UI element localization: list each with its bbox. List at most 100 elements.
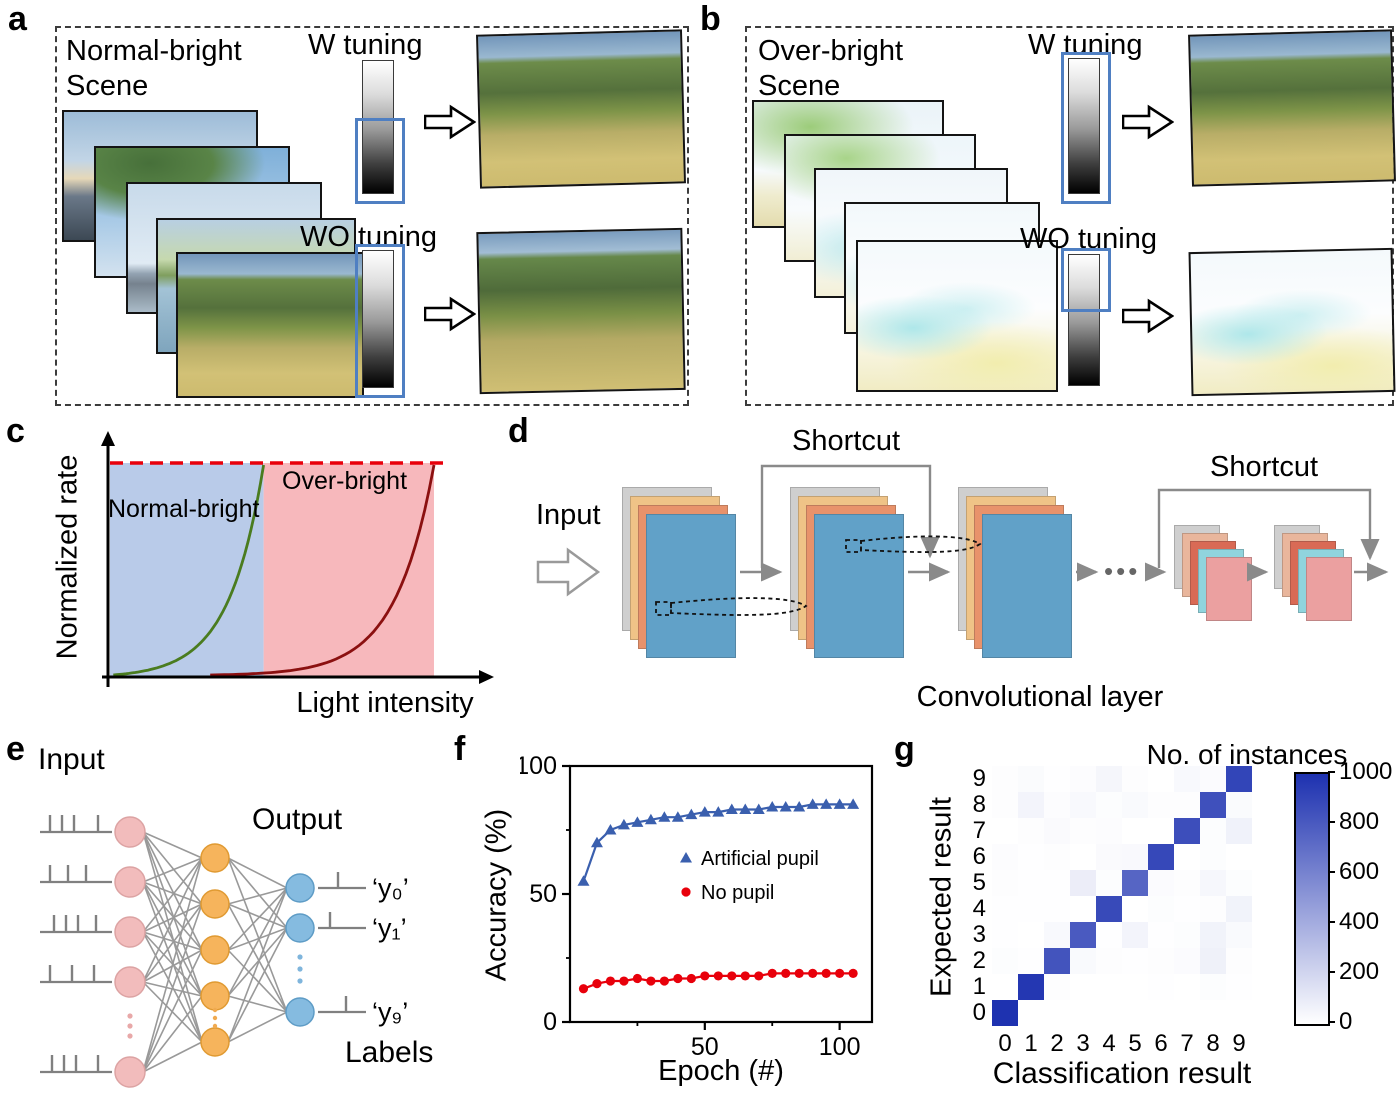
series-marker xyxy=(632,973,643,984)
panel-a-wo-tuning-label: WO tuning xyxy=(300,221,437,253)
x-tick-label: 4 xyxy=(1102,1030,1116,1057)
series-marker xyxy=(794,968,804,978)
more-neurons-dots xyxy=(297,978,303,984)
matrix-cell xyxy=(992,948,1018,974)
input-arrow-icon xyxy=(536,547,601,597)
confusion-matrix-grid xyxy=(992,766,1252,1026)
output-image-a-wo-tuning xyxy=(476,227,686,395)
matrix-cell xyxy=(1044,870,1070,896)
colorbar-tick xyxy=(1328,921,1335,923)
colorbar-tick xyxy=(1328,1021,1335,1023)
input-neuron xyxy=(114,1056,146,1088)
y-tick-label: 8 xyxy=(972,791,986,818)
series-marker xyxy=(631,816,644,827)
matrix-cell xyxy=(1148,766,1174,792)
matrix-cell xyxy=(1096,766,1122,792)
synapse-line xyxy=(227,927,288,1043)
matrix-cell xyxy=(1200,766,1226,792)
matrix-cell xyxy=(1018,896,1044,922)
matrix-cell xyxy=(1226,766,1252,792)
panel-b-w-tuning-label: W tuning xyxy=(1028,29,1143,61)
colorbar-title: No. of instances xyxy=(1146,739,1348,770)
ellipsis-dots: ••• xyxy=(1104,556,1141,586)
matrix-cell xyxy=(1044,1000,1070,1026)
matrix-cell xyxy=(1174,792,1200,818)
x-tick-label: 0 xyxy=(998,1030,1012,1057)
transmittance-bar xyxy=(362,60,394,194)
matrix-cell xyxy=(992,792,1018,818)
series-marker xyxy=(698,806,711,817)
matrix-cell xyxy=(1044,948,1070,974)
matrix-cell xyxy=(1148,792,1174,818)
arrow-right-icon xyxy=(1122,104,1174,140)
matrix-cell xyxy=(1070,896,1096,922)
matrix-cell xyxy=(1148,870,1174,896)
output-class-y0: ‘y₀’ xyxy=(372,873,409,903)
series-marker xyxy=(806,798,819,809)
matrix-cell xyxy=(1226,1000,1252,1026)
y-tick-label: 9 xyxy=(972,765,986,792)
matrix-cell xyxy=(1174,974,1200,1000)
series-marker xyxy=(659,976,669,986)
matrix-cell xyxy=(1226,922,1252,948)
y-tick-label: 0 xyxy=(543,1008,557,1036)
colorbar-tick xyxy=(1328,971,1335,973)
colorbar-tick-label: 1000 xyxy=(1339,758,1393,785)
matrix-cell xyxy=(1070,870,1096,896)
x-tick-label: 100 xyxy=(819,1033,861,1061)
matrix-cell xyxy=(1122,844,1148,870)
matrix-cell xyxy=(1096,974,1122,1000)
more-neurons-dots xyxy=(297,966,303,972)
series-marker xyxy=(793,800,806,812)
synapse-line xyxy=(227,887,288,905)
synapse-line xyxy=(227,857,288,1013)
series-marker xyxy=(848,968,858,978)
conv-block-stack xyxy=(958,487,1072,658)
y-tick-label: 100 xyxy=(520,752,557,780)
matrix-cell xyxy=(1200,896,1226,922)
conv-block-stack xyxy=(790,487,904,658)
output-image-b-w-tuning xyxy=(1188,29,1396,187)
matrix-cell xyxy=(1174,870,1200,896)
matrix-cell xyxy=(1174,1000,1200,1026)
hidden-neuron xyxy=(200,843,230,873)
matrix-cell xyxy=(1122,870,1148,896)
series-marker xyxy=(592,979,602,989)
colorbar-tick xyxy=(1328,821,1335,823)
synapse-line xyxy=(142,831,203,1043)
matrix-cell xyxy=(992,766,1018,792)
colorbar-tick xyxy=(1328,771,1335,773)
matrix-cell xyxy=(1070,974,1096,1000)
matrix-cell xyxy=(1226,818,1252,844)
matrix-cell xyxy=(1044,974,1070,1000)
y-tick-label: 3 xyxy=(972,921,986,948)
matrix-cell xyxy=(1070,948,1096,974)
output-class-y9: ‘y₉’ xyxy=(372,997,409,1027)
matrix-cell xyxy=(1122,792,1148,818)
hidden-neuron xyxy=(200,981,230,1011)
matrix-cell xyxy=(1122,974,1148,1000)
series-marker xyxy=(727,971,737,981)
matrix-cell xyxy=(1070,818,1096,844)
x-tick-label: 5 xyxy=(1128,1030,1142,1057)
response-curve xyxy=(210,464,436,677)
conv-block-stack xyxy=(622,487,736,658)
x-axis-arrowhead xyxy=(479,670,494,684)
series-marker xyxy=(779,800,792,812)
tuning-window xyxy=(1061,52,1111,204)
matrix-cell xyxy=(1096,818,1122,844)
colorbar-tick-label: 200 xyxy=(1339,958,1380,985)
region-fill xyxy=(110,463,264,677)
panel-e-input-label: Input xyxy=(38,743,105,776)
legend-label: Artificial pupil xyxy=(701,848,819,870)
region-fill xyxy=(263,463,434,677)
series-marker xyxy=(781,968,791,978)
series-marker xyxy=(752,803,765,815)
matrix-cell xyxy=(1148,922,1174,948)
series-marker xyxy=(673,973,683,984)
matrix-cell xyxy=(1174,948,1200,974)
series-marker xyxy=(725,803,738,815)
synapse-line xyxy=(142,903,203,1073)
colorbar-tick xyxy=(1328,871,1335,873)
